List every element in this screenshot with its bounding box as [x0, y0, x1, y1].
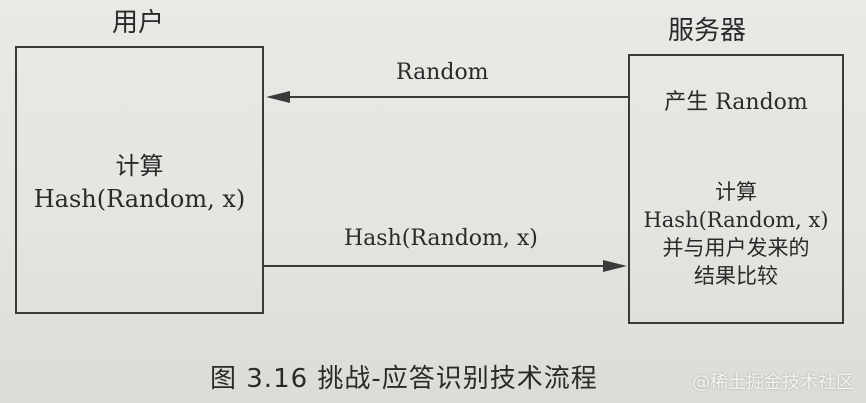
- hash-arrow-label: Hash(Random, x): [344, 226, 538, 251]
- user-box: [15, 46, 264, 314]
- random-arrow-label: Random: [396, 60, 489, 85]
- arrow-user-to-server: [264, 260, 627, 272]
- server-hash-formula: Hash(Random, x): [643, 208, 829, 232]
- server-title: 服务器: [668, 16, 747, 46]
- server-box: [628, 54, 844, 324]
- server-box-text: 计算 Hash(Random, x) 并与用户发来的 结果比较: [628, 178, 844, 290]
- user-box-text: 计算 Hash(Random, x): [15, 150, 264, 216]
- arrow-server-to-user: [266, 91, 628, 103]
- server-compute-label: 计算: [715, 180, 757, 204]
- user-hash-formula: Hash(Random, x): [33, 185, 246, 213]
- user-title: 用户: [112, 8, 165, 38]
- server-compare-line2: 结果比较: [694, 264, 778, 288]
- user-compute-label: 计算: [115, 152, 164, 180]
- server-generate-random: 产生 Random: [664, 90, 808, 115]
- figure-caption: 图 3.16 挑战-应答识别技术流程: [210, 364, 598, 394]
- server-compare-line1: 并与用户发来的: [662, 236, 810, 260]
- watermark: @稀土掘金技术社区: [692, 372, 854, 393]
